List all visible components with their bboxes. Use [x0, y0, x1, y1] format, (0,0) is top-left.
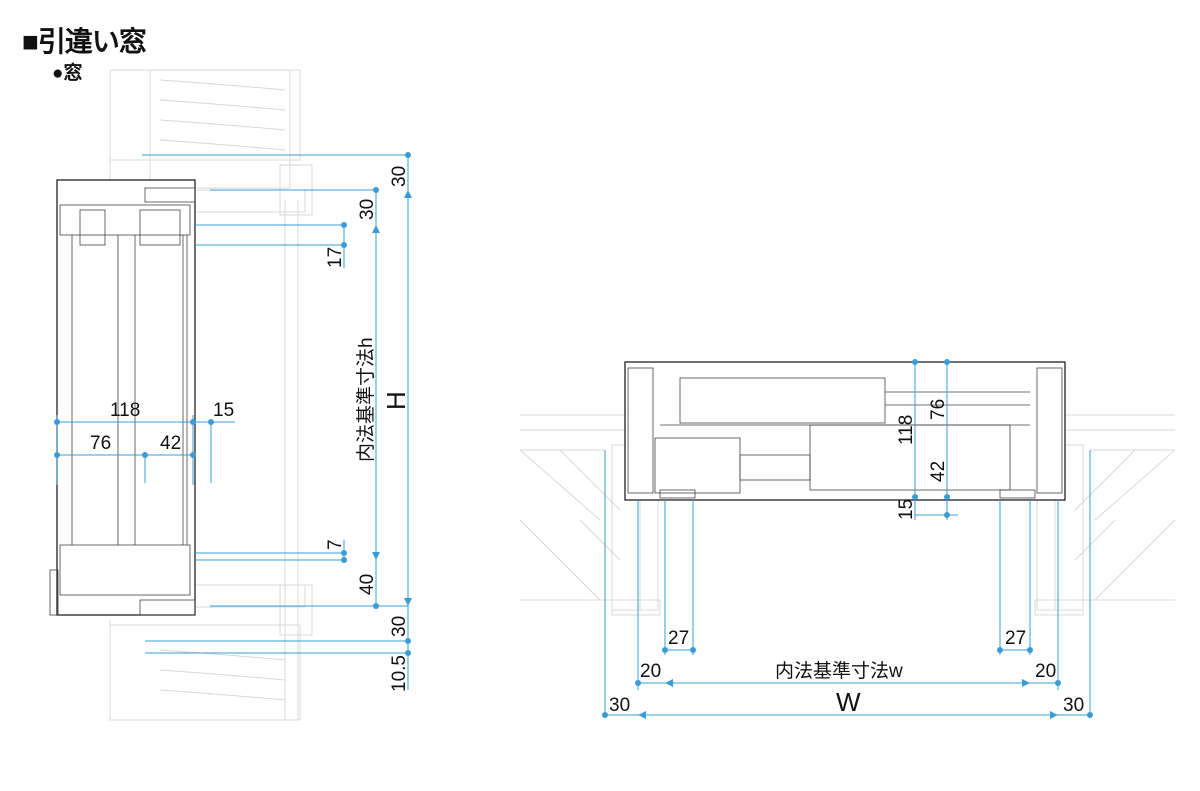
- dim-42-h: 42: [928, 461, 949, 482]
- window-frame-horizontal: [624, 361, 1066, 501]
- dim-27-left: 27: [668, 628, 689, 649]
- dimension-lines-vertical: [54, 152, 412, 690]
- height-label-H: H: [381, 391, 411, 410]
- section-subtitle: ●窓: [52, 63, 83, 84]
- dim-118-h: 118: [896, 415, 917, 445]
- dim-76: 76: [90, 433, 111, 454]
- dim-30-left: 30: [609, 695, 630, 716]
- dim-bottom-40: 40: [357, 574, 378, 595]
- vertical-section: 30 30 17 内法基準寸法h H 7 40 30 10.5 118 15 7…: [49, 69, 412, 721]
- dim-20-left: 20: [640, 661, 661, 682]
- dim-top-17: 17: [325, 247, 346, 268]
- dim-76-h: 76: [928, 399, 949, 420]
- inner-height-label: 内法基準寸法h: [355, 337, 377, 462]
- window-frame-vertical: [49, 179, 196, 616]
- dim-118: 118: [110, 400, 140, 421]
- inner-width-label: 内法基準寸法w: [775, 660, 903, 682]
- page-title: ■引違い窓: [22, 26, 147, 57]
- width-label-W: W: [836, 687, 861, 717]
- dim-15-h: 15: [896, 499, 917, 520]
- dim-27-right: 27: [1005, 628, 1026, 649]
- dim-20-right: 20: [1035, 661, 1056, 682]
- dim-15: 15: [213, 400, 234, 421]
- dim-top-30a: 30: [389, 166, 410, 187]
- dim-bottom-30: 30: [389, 616, 410, 637]
- dim-30-right: 30: [1063, 695, 1084, 716]
- dim-42: 42: [160, 433, 181, 454]
- dimension-lines-horizontal: [602, 359, 1093, 719]
- dim-top-30b: 30: [357, 199, 378, 220]
- dim-bottom-10-5: 10.5: [389, 655, 410, 692]
- dim-bottom-7: 7: [325, 539, 346, 550]
- wall-structure: [109, 69, 313, 721]
- horizontal-section: 118 76 42 15 27 27 20 20 内法基準寸法w W 30 30: [519, 359, 1176, 719]
